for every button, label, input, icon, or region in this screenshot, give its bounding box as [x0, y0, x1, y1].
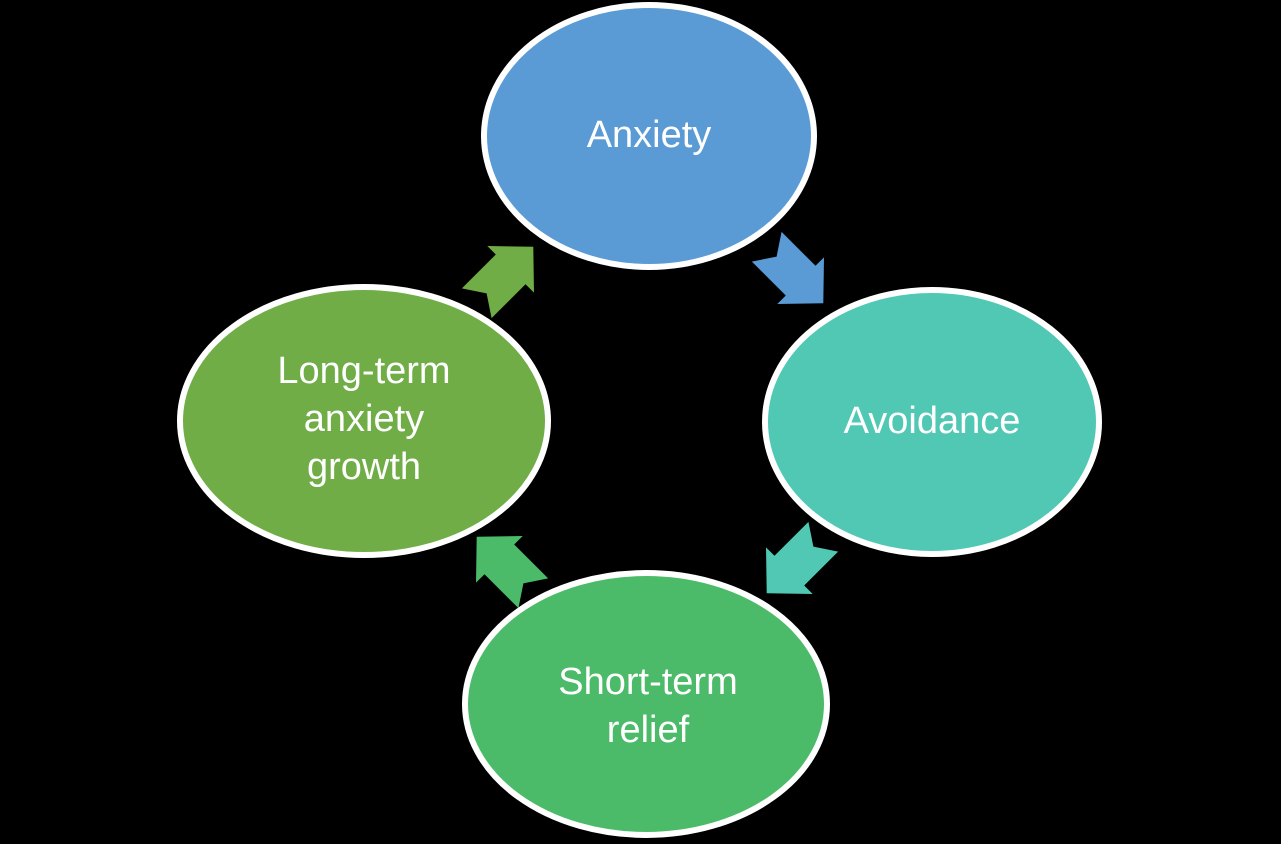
- node-ellipse-long-term-anxiety-growth: [177, 284, 551, 558]
- node-ellipse-short-term-relief: [462, 570, 830, 838]
- node-label-line: growth: [306, 446, 422, 488]
- node-label-short-term-relief: Short-term relief: [558, 658, 737, 754]
- node-label-anxiety: Anxiety: [587, 111, 712, 159]
- cycle-arrow-anxiety-to-avoidance-icon: [743, 223, 847, 327]
- node-ellipse-avoidance: [762, 287, 1102, 557]
- node-label-line: Short-term: [558, 661, 738, 703]
- node-label-line: anxiety: [303, 398, 425, 440]
- node-label-avoidance: Avoidance: [844, 397, 1021, 445]
- node-ellipse-anxiety: [481, 2, 817, 270]
- node-label-line: relief: [606, 709, 690, 751]
- node-label-line: Avoidance: [843, 400, 1021, 442]
- node-label-line: Anxiety: [586, 114, 712, 156]
- node-label-line: Long-term: [277, 350, 451, 392]
- node-label-long-term-anxiety-growth: Long-term anxiety growth: [277, 347, 450, 491]
